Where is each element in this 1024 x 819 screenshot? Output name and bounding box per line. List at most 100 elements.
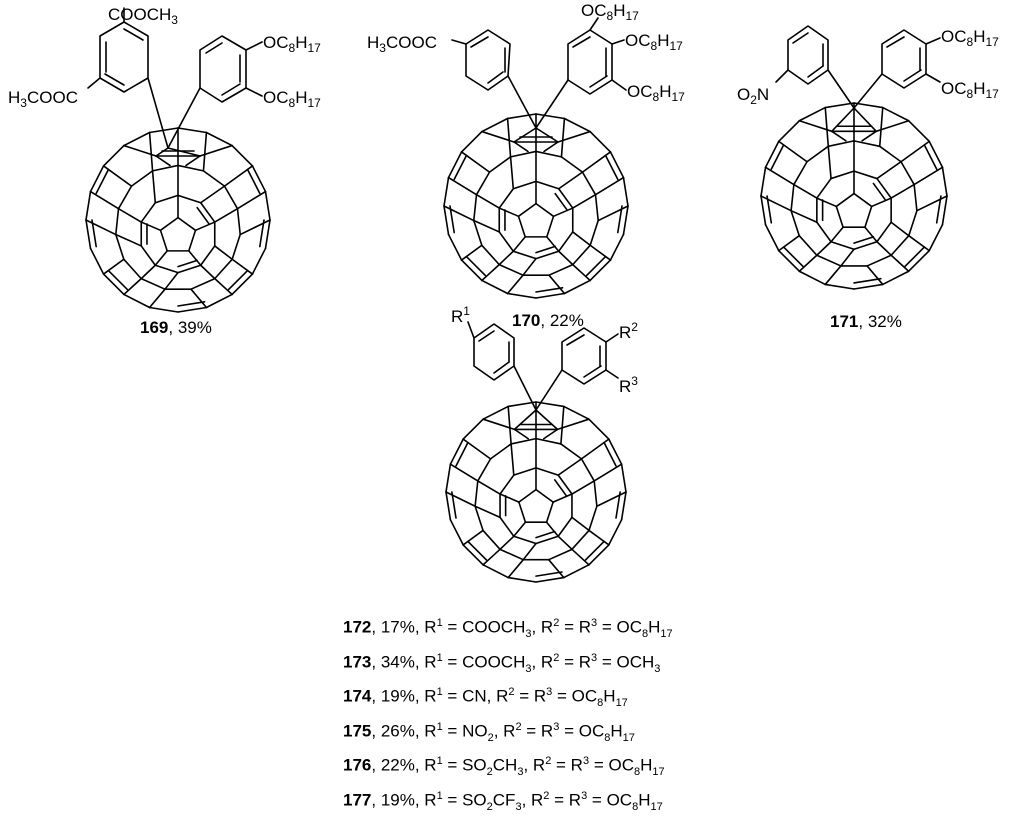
superscript: 1 (436, 617, 443, 629)
bond (114, 233, 143, 247)
bond (547, 558, 565, 579)
bond (462, 544, 484, 566)
bond (472, 193, 478, 222)
bond (513, 409, 537, 431)
bond (543, 141, 559, 153)
bond (449, 519, 464, 546)
bond (853, 283, 884, 290)
bond (777, 234, 801, 252)
bond (518, 501, 527, 524)
bond (830, 226, 844, 243)
bond (510, 437, 537, 445)
bond (185, 155, 201, 167)
bond (264, 190, 271, 221)
bond (824, 265, 842, 286)
bond (512, 467, 537, 476)
bond (853, 102, 884, 109)
bond (509, 150, 537, 158)
bond (223, 185, 239, 210)
bond (798, 106, 827, 122)
bond (585, 255, 607, 277)
bond (205, 131, 233, 147)
superscript: 3 (582, 755, 590, 768)
bond (472, 219, 483, 247)
bond (460, 244, 483, 261)
bond (824, 283, 855, 290)
bond (498, 231, 515, 253)
bond (827, 140, 855, 148)
bond (535, 150, 563, 158)
caption-sep: , (858, 312, 868, 331)
bond (155, 155, 171, 167)
bond (580, 438, 610, 460)
bond (535, 292, 566, 299)
bond (608, 438, 623, 465)
bond (557, 130, 591, 143)
bond (223, 165, 254, 187)
superscript: 1 (436, 789, 443, 802)
bond (588, 529, 610, 546)
bond (498, 250, 515, 266)
bond (603, 441, 617, 467)
substituents-169 (87, 7, 263, 149)
bond (571, 529, 590, 551)
bond (512, 535, 537, 545)
bond (535, 202, 555, 218)
bond (588, 505, 598, 532)
bond (213, 277, 233, 296)
bond (556, 418, 590, 431)
bond (177, 306, 208, 313)
bond (907, 234, 931, 252)
bond (447, 233, 463, 261)
bond (507, 401, 537, 408)
bond (190, 288, 208, 309)
bond (571, 548, 590, 566)
bond (462, 418, 484, 440)
bond (830, 240, 855, 251)
bond (907, 249, 931, 273)
labels-generic: R1 R2 R3 (451, 304, 638, 396)
compound-number: 177 (343, 790, 372, 810)
bond (476, 480, 501, 495)
bond (117, 207, 143, 223)
svg-text:H3COOC: H3COOC (8, 88, 78, 110)
bond (535, 286, 564, 293)
bond (489, 443, 512, 460)
bond (151, 170, 157, 204)
subscript: 3 (517, 766, 524, 779)
svg-text:O2N: O2N (737, 85, 769, 107)
bond (798, 254, 818, 273)
bond (507, 405, 512, 445)
bond (816, 254, 842, 267)
bond (85, 219, 117, 236)
bond (876, 221, 892, 243)
bond (554, 192, 568, 211)
fullerene-170 (443, 113, 629, 299)
subscript: 3 (525, 662, 532, 675)
bond (766, 195, 773, 224)
subscript: 8 (633, 766, 641, 779)
bond (900, 160, 915, 186)
bond (155, 147, 169, 157)
bond (560, 443, 583, 460)
superscript: 3 (546, 686, 553, 699)
bond (835, 205, 844, 229)
yield-value: 32% (867, 312, 902, 331)
bond (107, 269, 129, 291)
bond (177, 164, 205, 172)
subscript: 3 (515, 800, 522, 813)
bond (588, 544, 610, 566)
reaction-scheme: COOCH3 H3COOC OC8H17 OC8H17 H3COOC OC8H1… (8, 1, 999, 583)
bond (876, 177, 892, 199)
bond (481, 263, 501, 282)
bond (535, 127, 559, 143)
subscript: 3 (654, 662, 661, 675)
bond (509, 156, 515, 190)
bond (190, 277, 216, 290)
subscript: 17 (615, 697, 628, 710)
subscript: 17 (652, 766, 665, 779)
svg-text:OC8H17: OC8H17 (581, 1, 639, 23)
bond (830, 170, 855, 180)
bond (853, 107, 878, 133)
bond (824, 102, 855, 109)
